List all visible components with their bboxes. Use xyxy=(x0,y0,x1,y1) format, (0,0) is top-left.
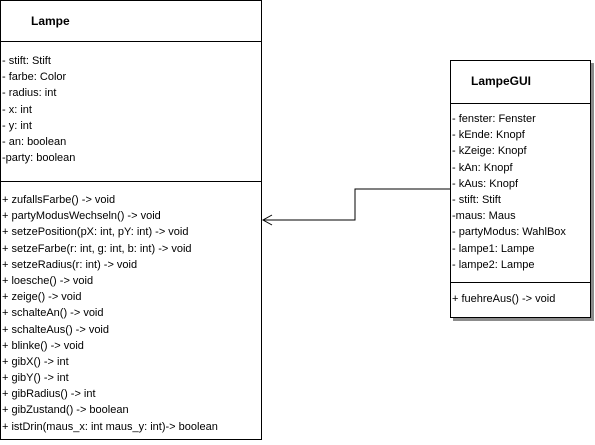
attribute: - y: int xyxy=(2,119,32,132)
method: + gibRadius() -> int xyxy=(2,388,96,401)
method: + gibX() -> int xyxy=(2,355,69,368)
attribute: - an: boolean xyxy=(2,135,67,148)
methods-section-lampegui: + fuehreAus() -> void xyxy=(451,283,590,307)
attribute: - farbe: Color xyxy=(2,71,67,84)
attributes-section-lampe: - stift: Stift - farbe: Color - radius: … xyxy=(1,42,261,182)
attribute: - partyModus: WahlBox xyxy=(452,226,566,239)
method: + istDrin(maus_x: int maus_y: int)-> boo… xyxy=(2,420,218,433)
attribute: - lampe1: Lampe xyxy=(452,242,535,255)
class-name-lampegui: LampeGUI xyxy=(471,74,532,88)
method: + gibY() -> int xyxy=(2,372,69,385)
class-header-lampe: Lampe xyxy=(1,1,261,42)
method: + setzeFarbe(r: int, g: int, b: int) -> … xyxy=(2,242,192,255)
attributes-section-lampegui: - fenster: Fenster - kEnde: Knopf - kZei… xyxy=(451,104,590,283)
method: + blinke() -> void xyxy=(2,339,84,352)
open-arrow-head xyxy=(261,214,273,226)
class-box-lampegui: LampeGUI - fenster: Fenster - kEnde: Kno… xyxy=(450,60,591,318)
association-line xyxy=(263,188,450,221)
method: + setzeRadius(r: int) -> void xyxy=(2,258,138,271)
methods-section-lampe: + zufallsFarbe() -> void + partyModusWec… xyxy=(1,182,261,435)
attribute: -party: boolean xyxy=(2,152,76,165)
attribute: - lampe2: Lampe xyxy=(452,258,535,271)
method: + loesche() -> void xyxy=(2,274,94,287)
attribute: - x: int xyxy=(2,103,32,116)
attribute: - radius: int xyxy=(2,87,57,100)
method: + schalteAn() -> void xyxy=(2,307,104,320)
method: + zufallsFarbe() -> void xyxy=(2,194,116,206)
class-header-lampegui: LampeGUI xyxy=(451,61,590,104)
method: + partyModusWechseln() -> void xyxy=(2,210,161,223)
attribute: - kAn: Knopf xyxy=(452,161,513,174)
attribute: - kAus: Knopf xyxy=(452,177,519,190)
attribute: - fenster: Fenster xyxy=(452,113,536,125)
class-name-lampe: Lampe xyxy=(31,14,70,28)
method: + schalteAus() -> void xyxy=(2,323,109,336)
attribute: -maus: Maus xyxy=(452,210,516,223)
attribute: - stift: Stift xyxy=(452,193,501,206)
class-box-lampe: Lampe - stift: Stift - farbe: Color - ra… xyxy=(0,0,262,440)
method: + zeige() -> void xyxy=(2,291,82,304)
attribute: - kZeige: Knopf xyxy=(452,145,527,158)
method: + fuehreAus() -> void xyxy=(452,293,556,305)
attribute: - kEnde: Knopf xyxy=(452,129,525,142)
attribute: - stift: Stift xyxy=(2,55,51,67)
method: + gibZustand() -> boolean xyxy=(2,404,129,417)
method: + setzePosition(pX: int, pY: int) -> voi… xyxy=(2,226,189,239)
